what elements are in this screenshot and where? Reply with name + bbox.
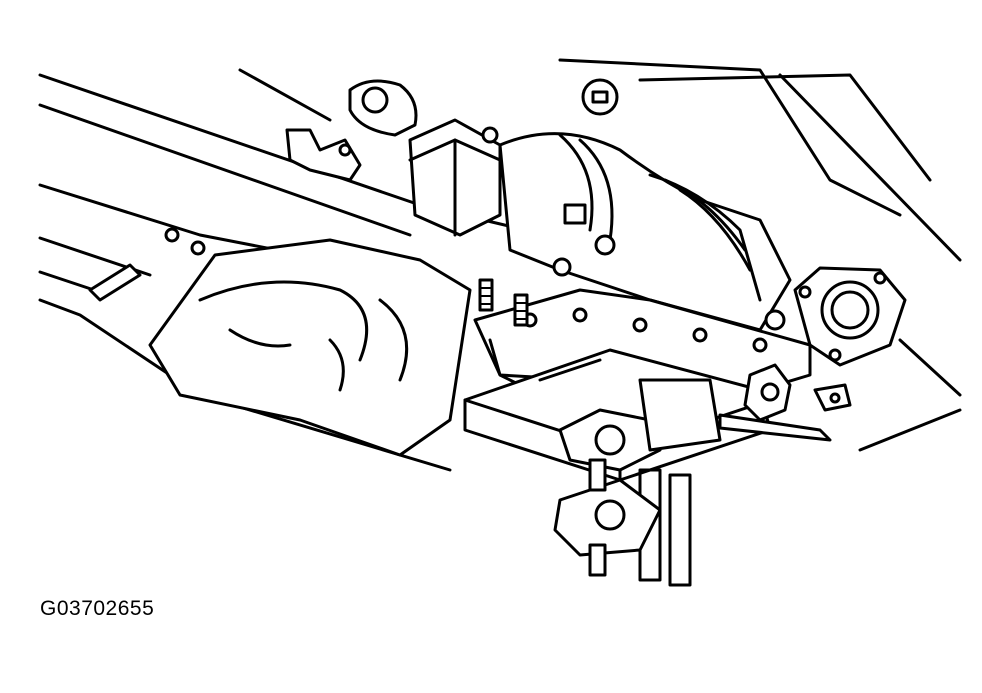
pan-bolts	[478, 278, 529, 327]
side-bracket	[813, 383, 852, 412]
exhaust-flange	[793, 266, 907, 367]
engine-mount	[348, 79, 418, 137]
jack-post	[553, 458, 692, 587]
jack-saddle	[558, 378, 722, 472]
bracket	[285, 128, 362, 182]
bolt-marker	[581, 78, 619, 116]
transmission-body	[498, 132, 792, 332]
crossmember	[148, 238, 472, 457]
figure-code: G03702655	[40, 597, 155, 620]
control-module	[408, 118, 502, 237]
jack-handle	[718, 363, 832, 442]
mount-bolts	[88, 227, 206, 302]
